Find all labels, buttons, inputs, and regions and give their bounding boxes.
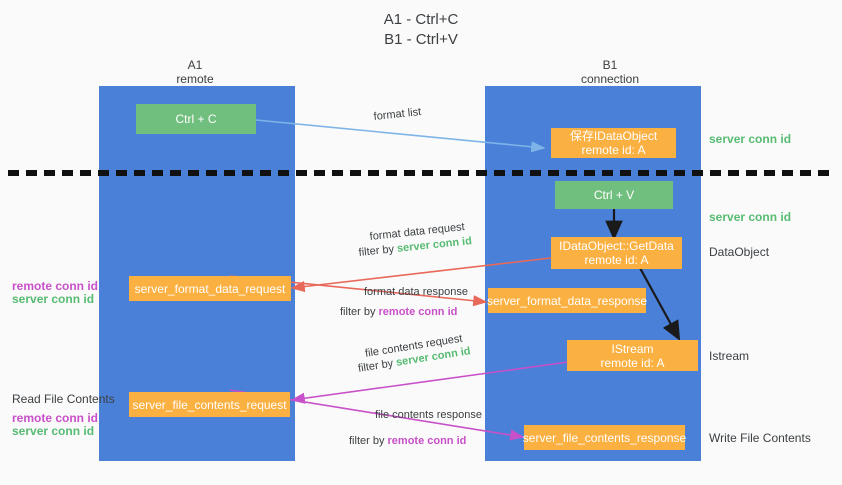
node-server-file-contents-response[interactable]: server_file_contents_response: [522, 425, 687, 450]
node-ctrl-v-label: Ctrl + V: [593, 188, 635, 202]
node-idataobject-getdata-line2: remote id: A: [584, 253, 649, 267]
filter-prefix: filter by: [357, 356, 398, 375]
node-server-format-data-response[interactable]: server_format_data_response: [486, 288, 648, 313]
column-header-b1-sub: connection: [580, 72, 640, 86]
edge-label-file-contents-response-filter: filter by remote conn id: [349, 434, 466, 448]
annotation-server-conn-id-upper-text: server conn id: [12, 292, 95, 306]
edge-label-file-contents-response: file contents response: [375, 408, 482, 422]
annotation-istream-text: Istream: [709, 349, 750, 363]
diagram-title: A1 - Ctrl+C B1 - Ctrl+V: [0, 10, 842, 50]
annotation-server-conn-id-upper: server conn id: [12, 292, 94, 307]
node-server-file-contents-request-label: server_file_contents_request: [132, 397, 287, 412]
node-server-file-contents-response-label: server_file_contents_response: [522, 430, 687, 445]
annotation-remote-conn-id-lower: remote conn id: [12, 411, 98, 426]
annotation-remote-conn-id-upper: remote conn id: [12, 279, 98, 294]
annotation-server-conn-id-top-text: server conn id: [709, 132, 792, 146]
node-ctrl-c[interactable]: Ctrl + C: [136, 104, 256, 134]
annotation-server-conn-id-second: server conn id: [709, 210, 791, 225]
column-header-b1-name: B1: [602, 58, 618, 72]
annotation-server-conn-id-lower: server conn id: [12, 424, 94, 439]
node-istream[interactable]: IStream remote id: A: [567, 340, 698, 371]
edge-label-format-list: format list: [373, 105, 422, 124]
node-ctrl-c-label: Ctrl + C: [175, 112, 217, 126]
edge-label-file-contents-response-text: file contents response: [375, 409, 483, 421]
title-line-2: B1 - Ctrl+V: [384, 31, 458, 48]
node-save-dataobject-line1: 保存IDataObject: [569, 129, 658, 143]
node-istream-line2: remote id: A: [600, 355, 665, 370]
node-server-format-data-request[interactable]: server_format_data_request: [129, 276, 291, 301]
node-idataobject-getdata-line1: IDataObject::GetData: [559, 239, 674, 253]
annotation-server-conn-id-second-text: server conn id: [709, 210, 792, 224]
node-server-file-contents-request[interactable]: server_file_contents_request: [129, 392, 290, 417]
edge-label-format-data-response: format data response: [364, 285, 468, 299]
annotation-write-file-contents: Write File Contents: [709, 431, 811, 446]
annotation-istream: Istream: [709, 349, 749, 364]
annotation-remote-conn-id-lower-text: remote conn id: [12, 411, 99, 425]
filter-prefix: filter by: [358, 242, 398, 259]
column-header-a1-sub: remote: [176, 72, 214, 86]
node-istream-line1: IStream: [611, 341, 654, 356]
title-line-1: A1 - Ctrl+C: [383, 11, 459, 28]
filter-value-remote-conn-id: remote conn id: [387, 435, 467, 447]
node-ctrl-v[interactable]: Ctrl + V: [555, 181, 673, 209]
annotation-server-conn-id-lower-text: server conn id: [12, 424, 95, 438]
annotation-write-file-contents-text: Write File Contents: [709, 431, 811, 445]
filter-value-remote-conn-id: remote conn id: [378, 306, 458, 318]
filter-prefix: filter by: [340, 306, 379, 318]
column-header-a1: A1 remote: [130, 58, 260, 86]
edge-label-format-list-text: format list: [373, 106, 422, 123]
annotation-dataobject-text: DataObject: [709, 245, 770, 259]
annotation-remote-conn-id-upper-text: remote conn id: [12, 279, 99, 293]
node-save-dataobject[interactable]: 保存IDataObject remote id: A: [551, 128, 676, 158]
edge-label-format-data-response-filter: filter by remote conn id: [340, 305, 457, 319]
node-save-dataobject-line2: remote id: A: [581, 143, 646, 157]
annotation-dataobject: DataObject: [709, 245, 769, 260]
edge-label-format-data-response-text: format data response: [364, 286, 468, 298]
column-header-a1-name: A1: [187, 58, 203, 72]
node-server-format-data-response-label: server_format_data_response: [486, 293, 648, 308]
annotation-read-file-contents: Read File Contents: [12, 392, 115, 407]
node-server-format-data-request-label: server_format_data_request: [134, 281, 286, 296]
annotation-server-conn-id-top: server conn id: [709, 132, 791, 147]
annotation-read-file-contents-text: Read File Contents: [12, 392, 115, 406]
node-idataobject-getdata[interactable]: IDataObject::GetData remote id: A: [551, 237, 682, 269]
column-header-b1: B1 connection: [545, 58, 675, 86]
filter-prefix: filter by: [349, 435, 388, 447]
